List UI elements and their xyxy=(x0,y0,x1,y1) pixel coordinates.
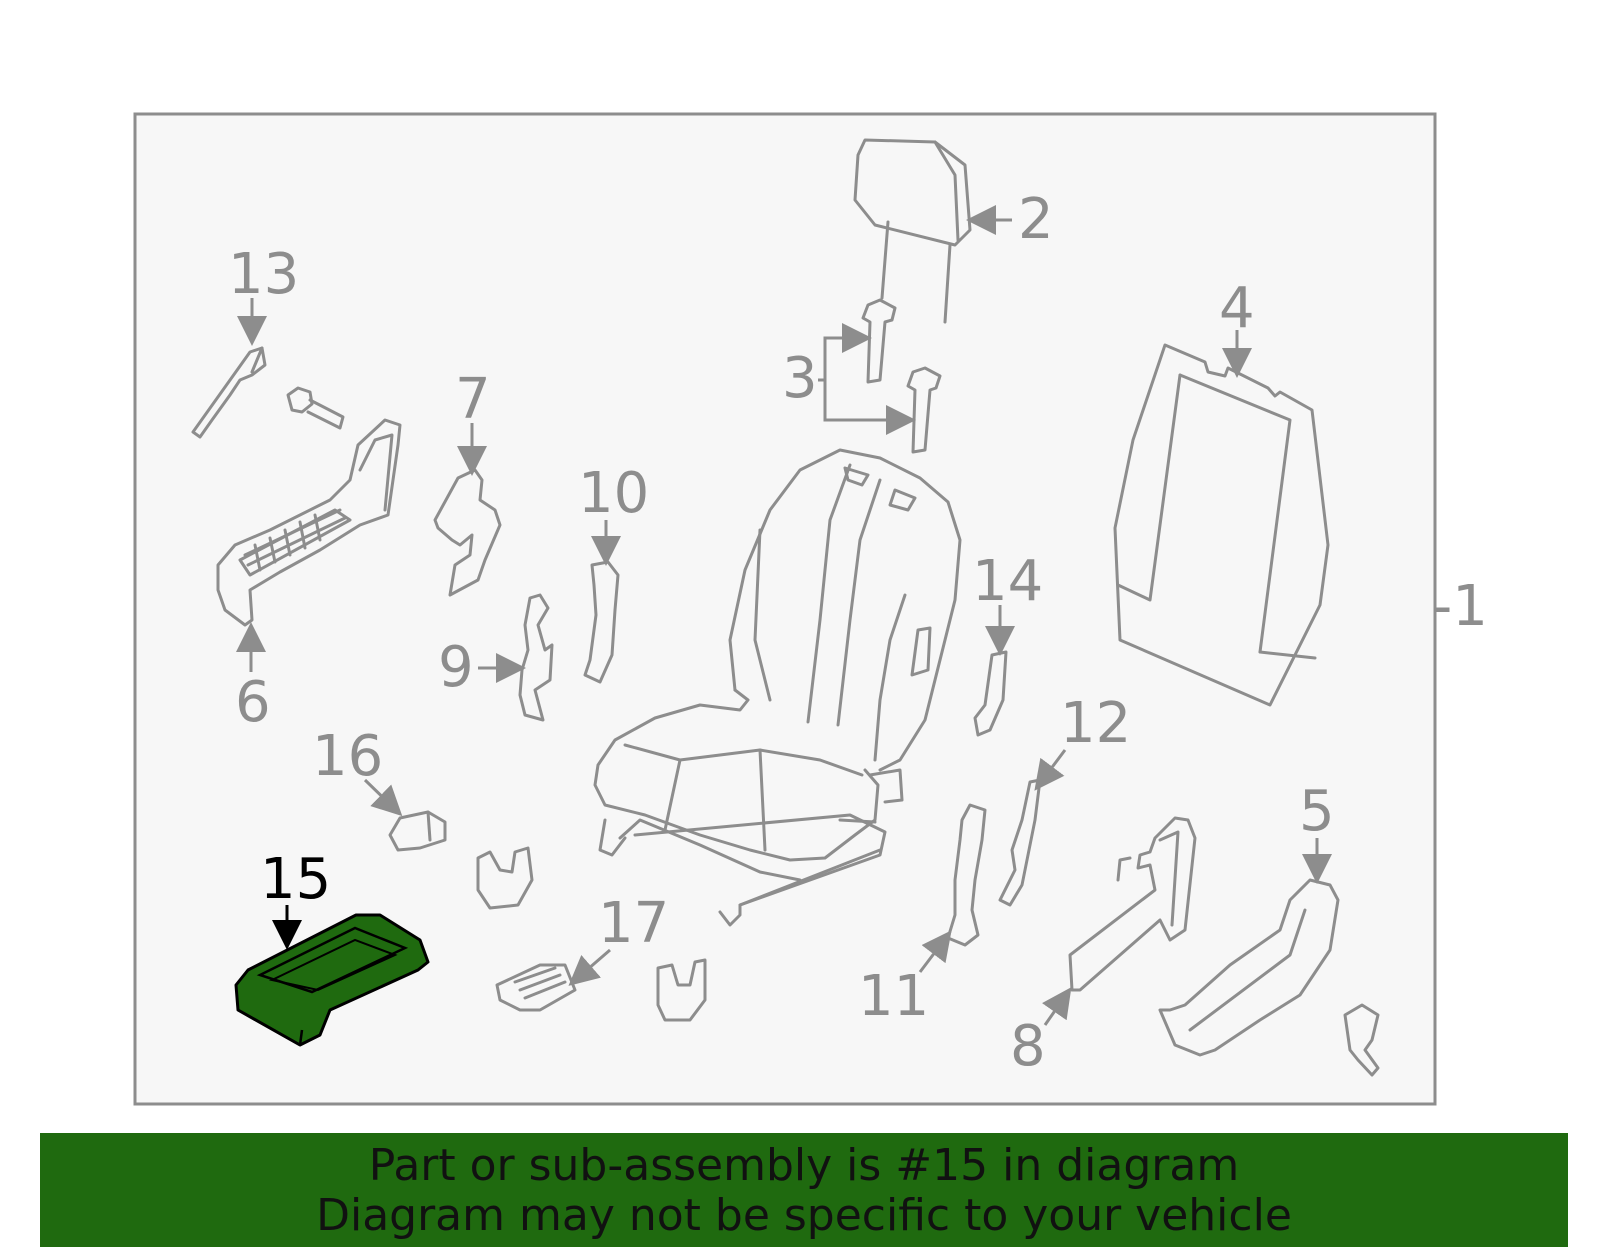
callout-8: 8 xyxy=(1010,1014,1046,1079)
part-2-headrest xyxy=(853,138,972,324)
clip-a xyxy=(476,846,534,910)
callout-13: 13 xyxy=(228,242,299,307)
leader-16 xyxy=(363,778,403,817)
callout-1: -1 xyxy=(1432,574,1488,639)
leader-17 xyxy=(568,948,611,986)
leader-12 xyxy=(1034,749,1067,791)
part-16-sensor xyxy=(388,810,447,852)
leader-8 xyxy=(1041,987,1072,1026)
callout-11: 11 xyxy=(858,964,929,1029)
callout-7: 7 xyxy=(455,367,491,432)
callout-17: 17 xyxy=(598,891,669,956)
callout-14: 14 xyxy=(972,549,1043,614)
part-3-headrest-guides xyxy=(861,298,942,454)
part-15-highlighted xyxy=(234,913,430,1047)
callout-15: 15 xyxy=(260,847,331,912)
callout-16: 16 xyxy=(312,724,383,789)
part-9-bracket xyxy=(518,593,554,722)
clip-b xyxy=(656,958,707,1022)
part-7-bracket xyxy=(433,468,502,597)
callout-5: 5 xyxy=(1299,779,1335,844)
part-11-trim xyxy=(946,803,987,947)
seat-belt-buckle xyxy=(1343,1003,1380,1077)
part-12-trim xyxy=(998,778,1042,907)
callout-10: 10 xyxy=(578,461,649,526)
part-13-trim xyxy=(191,346,267,439)
part-10-trim xyxy=(583,560,620,684)
callout-2: 2 xyxy=(1018,187,1054,252)
part-14-trim xyxy=(973,650,1008,737)
part-17-cover xyxy=(495,963,577,1012)
callout-3: 3 xyxy=(782,346,818,411)
leader-11 xyxy=(918,930,952,973)
parts-diagram: -1 2 3 4 5 6 7 8 9 10 11 12 13 14 15 16 … xyxy=(133,112,1488,1106)
callout-9: 9 xyxy=(438,635,474,700)
banner-line-2: Diagram may not be specific to your vehi… xyxy=(316,1190,1292,1241)
part-8-side-shield xyxy=(1068,816,1197,992)
info-banner: Part or sub-assembly is #15 in diagram D… xyxy=(40,1133,1568,1247)
banner-line-1: Part or sub-assembly is #15 in diagram xyxy=(368,1140,1240,1191)
part-1-seat-assembly xyxy=(593,448,962,927)
callout-12: 12 xyxy=(1060,691,1131,756)
callout-4: 4 xyxy=(1219,276,1255,341)
bolt xyxy=(286,386,345,430)
callout-6: 6 xyxy=(235,670,271,735)
part-4-seatback-panel xyxy=(1113,343,1330,707)
part-5-side-shield xyxy=(1158,878,1340,1057)
